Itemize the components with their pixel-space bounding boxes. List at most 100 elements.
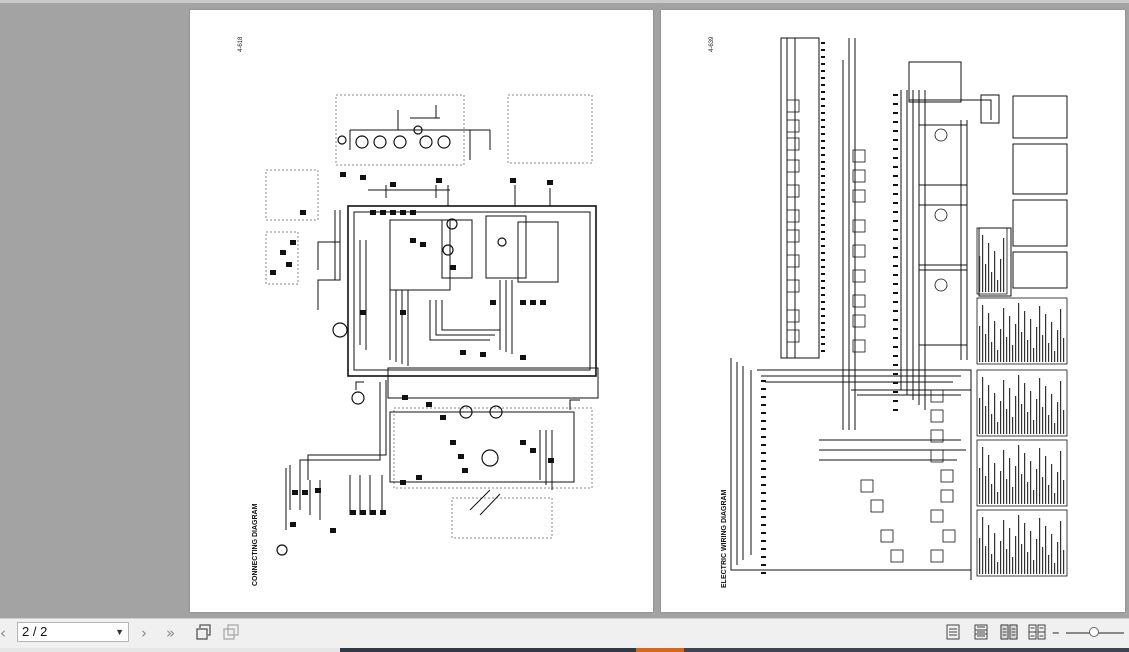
- component-symbol: [489, 405, 503, 419]
- connector-block: [520, 300, 526, 305]
- pin-marker: [893, 292, 898, 294]
- pin-table-column: [1045, 526, 1047, 574]
- pin-marker: [821, 203, 825, 205]
- pin-marker: [761, 524, 766, 526]
- motor-symbol: [934, 208, 948, 222]
- pin-table: [976, 297, 1068, 365]
- pin-table-column: [1054, 351, 1056, 362]
- relay-symbol: [930, 409, 944, 423]
- relay-symbol: [786, 99, 800, 113]
- pin-table-column: [1027, 482, 1029, 504]
- pin-marker: [893, 157, 898, 159]
- pin-table-column: [1018, 515, 1020, 574]
- pin-marker: [821, 63, 825, 65]
- pin-table-column: [1033, 348, 1035, 362]
- pin-table-column: [1003, 450, 1005, 504]
- pin-table-column: [1021, 404, 1023, 434]
- pin-table-column: [988, 525, 990, 574]
- pin-marker: [893, 409, 898, 411]
- pin-marker: [821, 112, 825, 114]
- relay-symbol: [786, 184, 800, 198]
- pin-table-column: [1039, 306, 1041, 362]
- chevron-down-icon[interactable]: ▼: [115, 627, 124, 637]
- pin-table-column: [1009, 458, 1011, 504]
- pin-marker: [821, 147, 825, 149]
- single-page-icon[interactable]: [944, 624, 962, 640]
- component-symbol: [355, 135, 369, 149]
- previous-page-icon[interactable]: ‹: [0, 624, 6, 642]
- zoom-slider-handle[interactable]: [1089, 627, 1099, 637]
- pin-marker: [821, 182, 825, 184]
- connector-block: [400, 480, 406, 485]
- pin-marker: [893, 274, 898, 276]
- pin-table-column: [1063, 410, 1065, 434]
- taskbar-segment: [340, 648, 636, 652]
- pin-marker: [893, 319, 898, 321]
- component-symbol: [276, 544, 288, 556]
- two-page-icon[interactable]: [1000, 624, 1018, 640]
- two-page-continuous-icon[interactable]: [1028, 624, 1046, 640]
- continuous-icon[interactable]: [972, 624, 990, 640]
- relay-symbol: [786, 329, 800, 343]
- connector-block: [370, 210, 376, 215]
- copy-page-icon[interactable]: [222, 623, 240, 645]
- pin-marker: [821, 252, 825, 254]
- pin-table-column: [991, 272, 993, 292]
- pin-table-column: [1045, 314, 1047, 362]
- component-symbol: [459, 405, 473, 419]
- pin-marker: [761, 436, 766, 438]
- pin-marker: [761, 396, 766, 398]
- component-symbol: [393, 135, 407, 149]
- pin-table-column: [997, 422, 999, 434]
- taskbar-segment-active: [636, 648, 684, 652]
- last-page-icon[interactable]: »: [166, 624, 176, 642]
- next-page-icon[interactable]: ›: [141, 624, 147, 642]
- pin-marker: [761, 548, 766, 550]
- pin-marker: [761, 492, 766, 494]
- component-symbol: [497, 237, 507, 247]
- pin-table-column: [1027, 340, 1029, 362]
- pin-marker: [893, 382, 898, 384]
- page-number-input[interactable]: 2 / 2 ▼: [17, 622, 129, 642]
- connector-block: [360, 510, 366, 515]
- connector-block: [436, 178, 442, 183]
- connector-block: [410, 210, 416, 215]
- pin-marker: [821, 294, 825, 296]
- pin-marker: [761, 460, 766, 462]
- pin-marker: [761, 572, 766, 574]
- pin-marker: [893, 355, 898, 357]
- pin-table-column: [1063, 480, 1065, 504]
- relay-symbol: [942, 529, 956, 543]
- pin-table-frame: [976, 509, 1068, 577]
- pin-marker: [893, 364, 898, 366]
- connecting-diagram-drawing: [265, 94, 599, 556]
- pin-marker: [821, 56, 825, 58]
- pin-table: [976, 369, 1068, 437]
- pin-marker: [761, 412, 766, 414]
- pin-table-column: [1015, 466, 1017, 504]
- pin-table-column: [1051, 322, 1053, 362]
- pin-marker: [821, 98, 825, 100]
- relay-symbol: [852, 294, 866, 308]
- zoom-out-button[interactable]: –: [1052, 623, 1060, 641]
- pin-marker: [893, 238, 898, 240]
- component-symbol: [442, 244, 454, 256]
- pin-marker: [821, 84, 825, 86]
- electric-wiring-diagram-drawing: [730, 37, 1068, 580]
- pin-table-column: [1060, 521, 1062, 574]
- component-symbol: [351, 391, 365, 405]
- pin-table-column: [1003, 520, 1005, 574]
- pin-table-column: [991, 484, 993, 504]
- pin-table-column: [997, 492, 999, 504]
- rotate-page-icon[interactable]: [194, 623, 212, 645]
- pin-table-column: [1057, 402, 1059, 434]
- pin-marker: [893, 283, 898, 285]
- connector-block: [302, 490, 308, 495]
- pin-table-column: [1048, 343, 1050, 362]
- connector-block: [350, 510, 356, 515]
- connector-block: [290, 240, 296, 245]
- connector-block: [360, 175, 366, 180]
- pin-table-column: [1030, 391, 1032, 434]
- pin-table-column: [982, 517, 984, 574]
- pin-table-column: [985, 476, 987, 504]
